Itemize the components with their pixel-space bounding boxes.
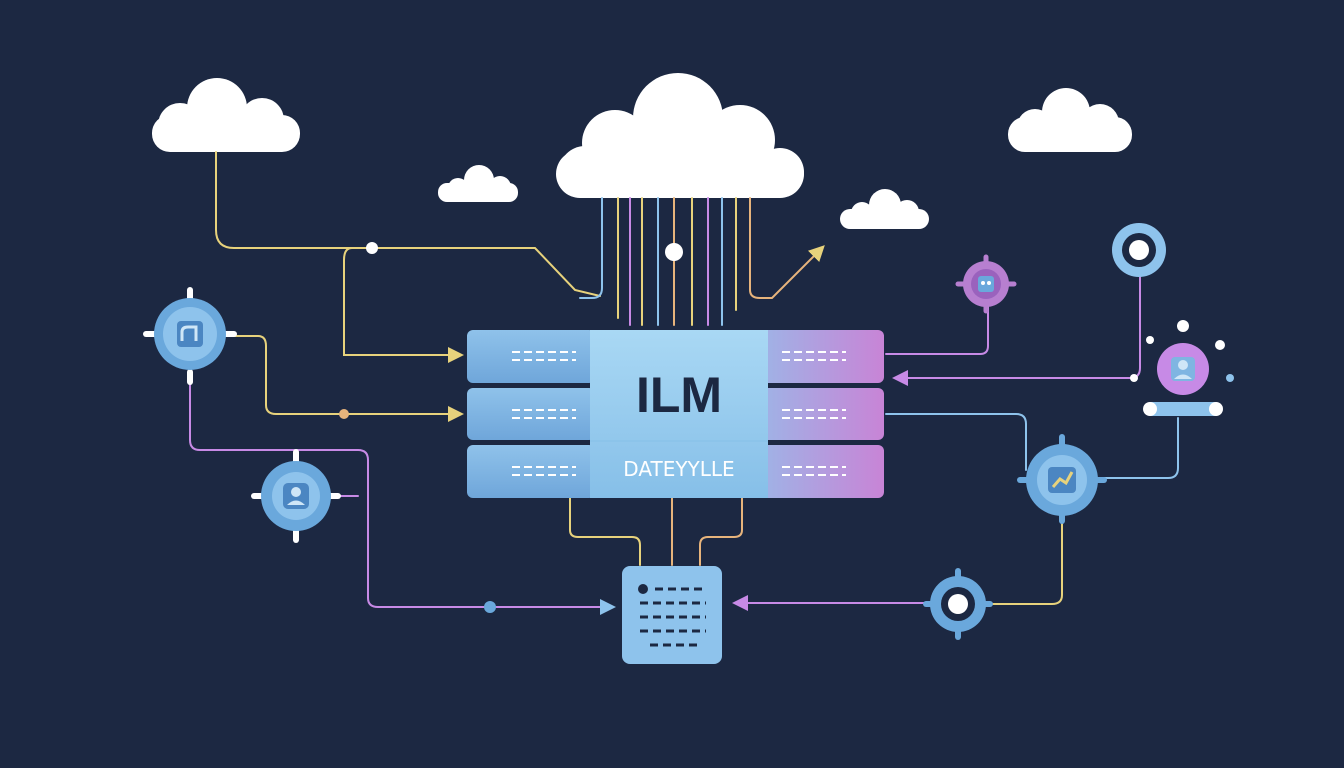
connector-line [215,151,601,297]
gear-icon [251,449,341,543]
gear-icon [143,287,237,385]
cloud-icon [152,78,300,152]
connector-line [892,269,1141,386]
junction-dot [1130,374,1138,382]
connector-line [189,377,616,615]
cloud-icon [438,165,518,202]
target-icon [1112,223,1166,277]
gear-icon [1017,434,1107,524]
connector-line [231,335,464,422]
junction-dot [1215,340,1225,350]
connector-line [569,497,641,566]
cloud-icon [556,73,804,198]
mask-icon [978,276,994,292]
connector-line [1099,417,1179,479]
server-title: ILM [636,367,722,423]
chart-icon [177,321,203,347]
junction-dot [1177,320,1189,332]
user-icon [1143,343,1223,416]
gear-icon [955,254,1017,314]
cloud-icon [1008,88,1132,152]
user-icon [283,483,309,509]
chart-icon [1048,467,1076,493]
connector-line [343,247,464,363]
database-icon [622,566,722,664]
connector-line [579,197,603,299]
connector-line [749,197,825,299]
junction-dot [366,242,378,254]
server-subtitle: DATEYYLLE [623,457,734,481]
junction-dot [665,243,683,261]
junction-dot [339,409,349,419]
junction-dot [1146,336,1154,344]
connector-line [699,497,743,566]
junction-dot [484,601,496,613]
cloud-icon [840,189,929,229]
connector-line [885,413,1027,471]
server-rack: ILM DATEYYLLE [467,330,884,498]
connector-line [987,519,1063,605]
connector-line [885,304,989,355]
gear-icon [923,568,993,640]
junction-dot [1226,374,1234,382]
